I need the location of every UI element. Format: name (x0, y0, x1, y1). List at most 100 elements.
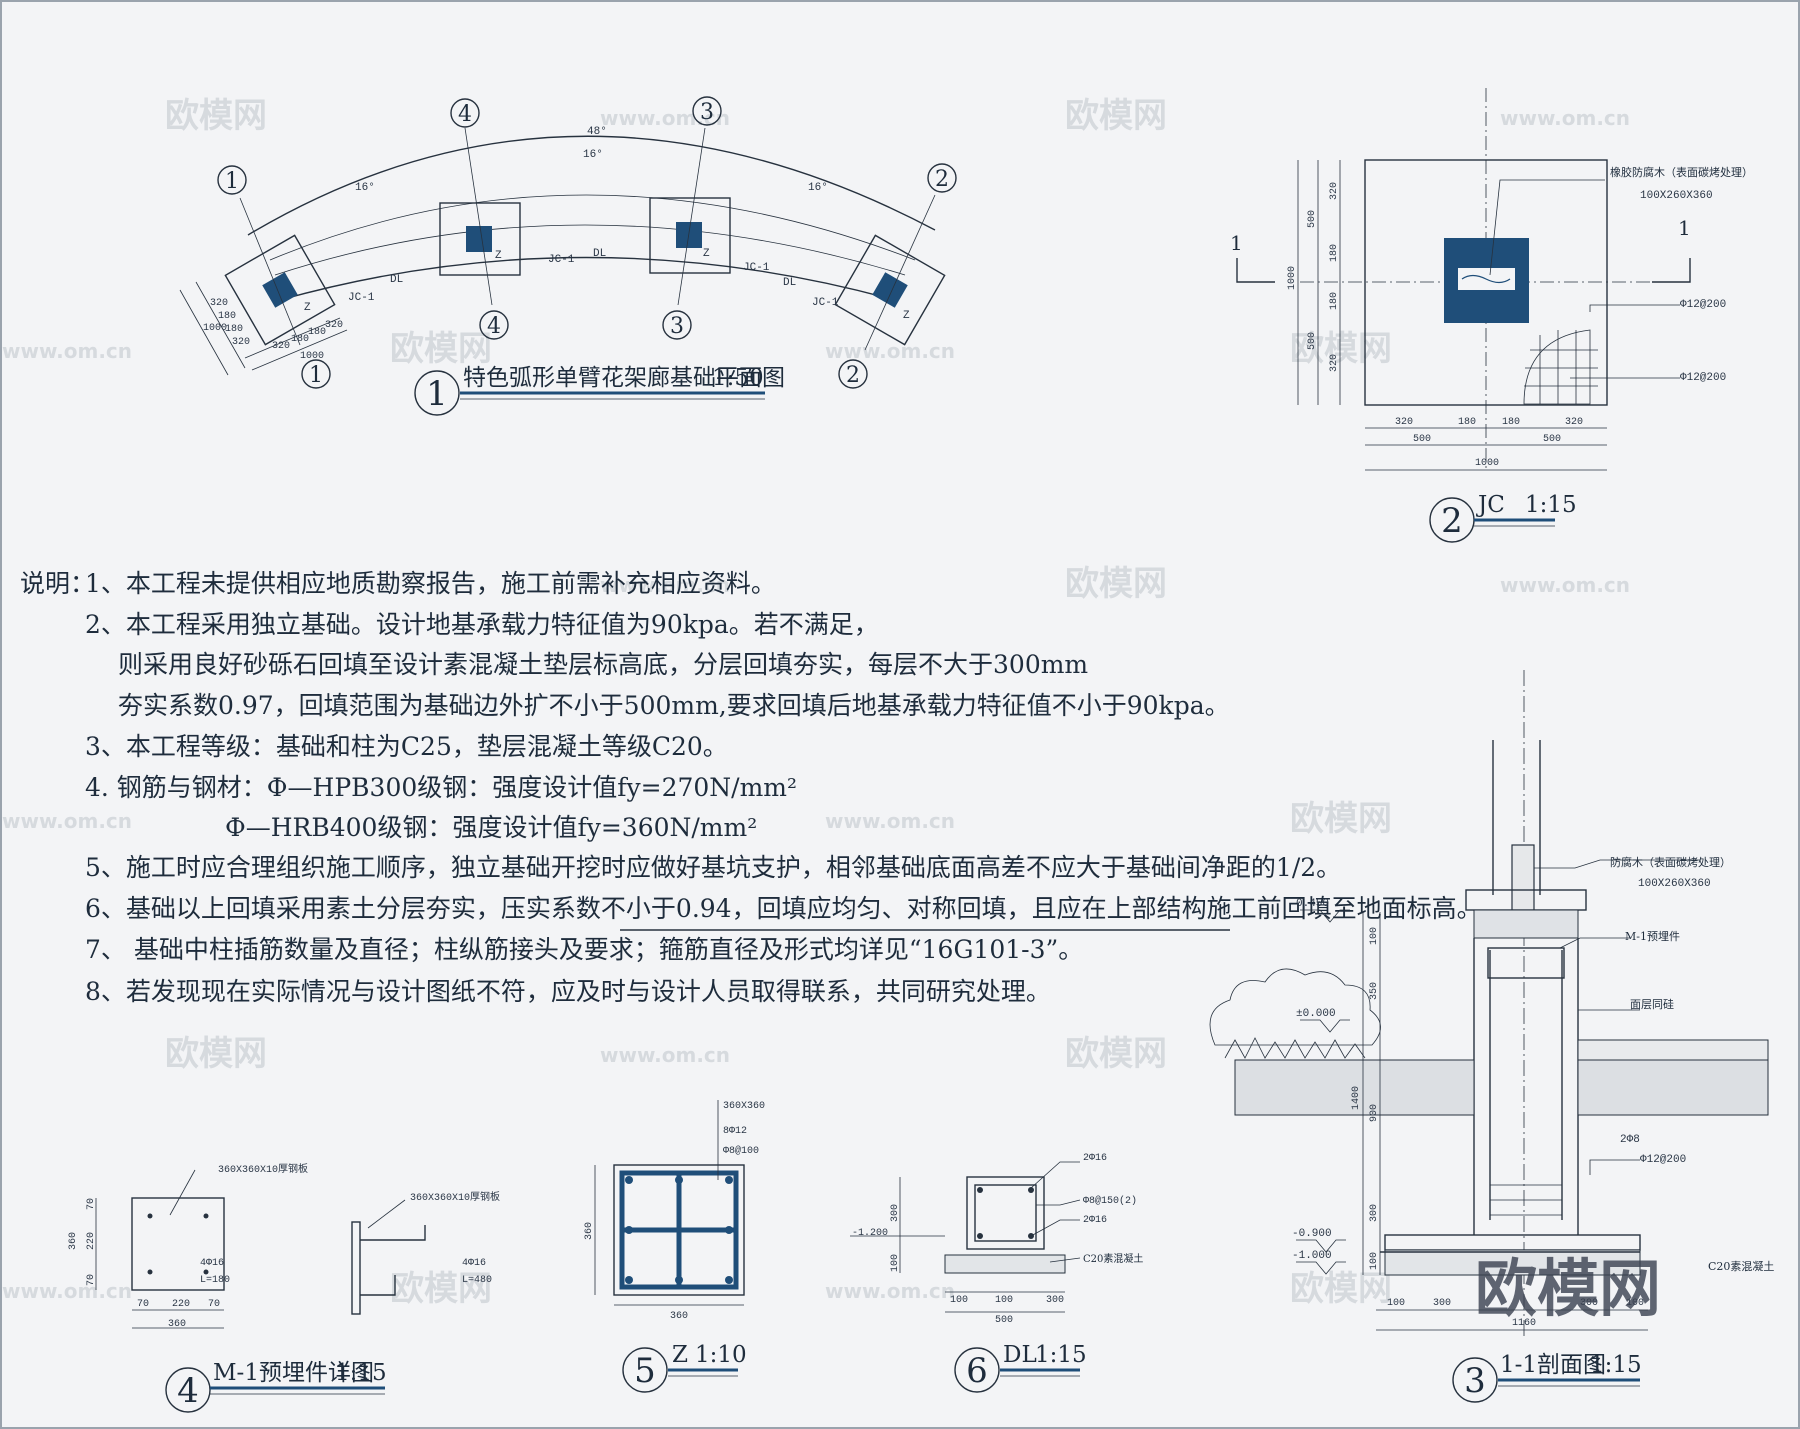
dim-label: 360 (168, 1319, 186, 1330)
watermark-url: www.om.cn (1500, 573, 1630, 597)
dim-label: 70 (137, 1299, 149, 1310)
dim-label: 300 (890, 1204, 901, 1222)
jc-drawing: 橡胶防腐木（表面碳烤处理） 100X260X360 Ф12@200 Ф12@20… (1230, 88, 1753, 543)
member-label: JC-1 (548, 254, 575, 266)
level-label: ±0.000 (1296, 1008, 1336, 1020)
dim-label: 180 (291, 334, 309, 345)
dim-label: 1000 (300, 351, 324, 362)
member-label: Z (903, 310, 910, 322)
watermark-url: www.om.cn (2, 1279, 132, 1303)
drawing-number: 2 (1441, 501, 1463, 541)
dim-label: 320 (1329, 354, 1340, 372)
notes-heading: 说明： (20, 569, 95, 598)
member-label: Z (495, 250, 502, 262)
member-label: DL (593, 248, 606, 260)
watermark-url: www.om.cn (825, 339, 955, 363)
dim-label: 100 (995, 1295, 1013, 1306)
dim-label: 100 (1369, 927, 1380, 945)
note: C20素混凝土 (1708, 1259, 1774, 1273)
drawing-title: JC (1476, 492, 1505, 518)
level-label: -1.000 (1292, 1250, 1332, 1262)
drawing-title: 1-1剖面图 (1500, 1352, 1606, 1378)
axis-label: 4 (458, 102, 472, 127)
note-line: 4. 钢筋与钢材：Ф—HPB300级钢：强度设计值fy=270N/mm² (85, 773, 797, 802)
watermark-url: www.om.cn (600, 573, 730, 597)
watermarks: 欧模网 欧模网 欧模网 欧模网 欧模网 欧模网 欧模网 欧模网 欧模网 欧模网 … (2, 96, 1630, 1309)
note: 橡胶防腐木（表面碳烤处理） (1610, 165, 1753, 179)
dim-label: L=180 (200, 1275, 230, 1286)
angle-label: 16° (808, 182, 828, 194)
dim-label: 180 (1458, 417, 1476, 428)
note-line: 5、施工时应合理组织施工顺序，独立基础开挖时应做好基坑支护，相邻基础底面高差不应… (85, 853, 1341, 882)
dim-label: 1000 (1475, 458, 1499, 469)
axis-label: 1 (225, 169, 239, 194)
dim-label: 180 (218, 311, 236, 322)
note-line: 则采用良好砂砾石回填至设计素混凝土垫层标高底，分层回填夯实，每层不大于300mm (118, 650, 1088, 679)
member-label: DL (783, 277, 796, 289)
dl-drawing: -1.200 2Ф16 Ф8@150(2) 2Ф16 C20素混凝土 300 1… (850, 1153, 1143, 1393)
axis-label: 3 (670, 314, 684, 339)
dim-label: 100 (1369, 1252, 1380, 1270)
dim-label: 180 (308, 327, 326, 338)
dim-label: 70 (86, 1274, 97, 1286)
level-label: -1.200 (852, 1228, 888, 1239)
note-line: 6、基础以上回填采用素土分层夯实，压实系数不小于0.94，回填应均匀、对称回填，… (85, 894, 1482, 923)
design-notes: 说明： 1、本工程未提供相应地质勘察报告，施工前需补充相应资料。 2、本工程采用… (20, 569, 1482, 1006)
note-line: 8、若发现现在实际情况与设计图纸不符，应及时与设计人员取得联系，共同研究处理。 (85, 977, 1051, 1006)
drawing-scale: 1:15 (335, 1360, 387, 1386)
dim-label: 320 (1565, 417, 1583, 428)
drawing-number: 6 (966, 1351, 988, 1391)
drawing-scale: 1:15 (1525, 492, 1577, 518)
rebar-label: 2Ф16 (1083, 1153, 1107, 1164)
watermark-url: www.om.cn (2, 809, 132, 833)
rebar-label: Ф12@200 (1640, 1154, 1686, 1166)
drawing-number: 5 (634, 1351, 656, 1391)
drawing-number: 4 (177, 1371, 199, 1411)
dim-label: 1400 (1351, 1086, 1362, 1110)
dim-label: 320 (1329, 182, 1340, 200)
note: 面层同硅 (1630, 998, 1674, 1011)
dim-label: 1000 (1287, 266, 1298, 290)
dim-label: 300 (1433, 1298, 1451, 1309)
note-line: 1、本工程未提供相应地质勘察报告，施工前需补充相应资料。 (85, 569, 776, 598)
dim-label: 320 (210, 298, 228, 309)
note-line: 3、本工程等级：基础和柱为C25，垫层混凝土等级C20。 (85, 732, 728, 761)
note: 100X260X360 (1640, 190, 1713, 202)
dim-label: 360 (584, 1222, 595, 1240)
dim-label: 1000 (203, 323, 227, 334)
dim-label: 500 (1543, 434, 1561, 445)
dim-label: 100 (1387, 1298, 1405, 1309)
dim-label: 300 (1369, 1204, 1380, 1222)
watermark: 欧模网 (1065, 96, 1167, 136)
watermark: 欧模网 (390, 329, 492, 369)
drawing-scale: 1:15 (1035, 1342, 1087, 1368)
dim-label: 320 (1395, 417, 1413, 428)
dim-label: 360 (670, 1311, 688, 1322)
dim-label: 320 (232, 337, 250, 348)
dim-label: 220 (172, 1299, 190, 1310)
drawing-title: M-1预埋件详图 (213, 1360, 374, 1386)
watermark-url: www.om.cn (2, 339, 132, 363)
dim-label: 320 (325, 320, 343, 331)
watermark-url: www.om.cn (600, 106, 730, 130)
axis-label: 1 (309, 363, 323, 388)
note: M-1预埋件 (1625, 930, 1680, 943)
rebar-label: 4Ф16 (462, 1258, 486, 1269)
note: 360X360 (723, 1101, 765, 1112)
dim-label: 500 (1307, 332, 1318, 350)
z-drawing: 360X360 8Ф12 Ф8@100 360 360 5 Z 1:10 (584, 1100, 765, 1393)
drawing-scale: 1:10 (695, 1342, 747, 1368)
rebar-label: Ф12@200 (1680, 299, 1726, 311)
member-label: JC-1 (348, 292, 375, 304)
note: 防腐木（表面碳烤处理） (1610, 855, 1731, 869)
brand-watermark: 欧模网 (1475, 1252, 1661, 1325)
dim-label: 180 (1502, 417, 1520, 428)
watermark: 欧模网 (1290, 799, 1392, 839)
member-label: Z (703, 248, 710, 260)
watermark: 欧模网 (165, 1034, 267, 1074)
dim-label: 180 (1329, 292, 1340, 310)
note-line: 2、本工程采用独立基础。设计地基承载力特征值为90kpa。若不满足， (85, 610, 879, 639)
dim-label: 500 (1413, 434, 1431, 445)
